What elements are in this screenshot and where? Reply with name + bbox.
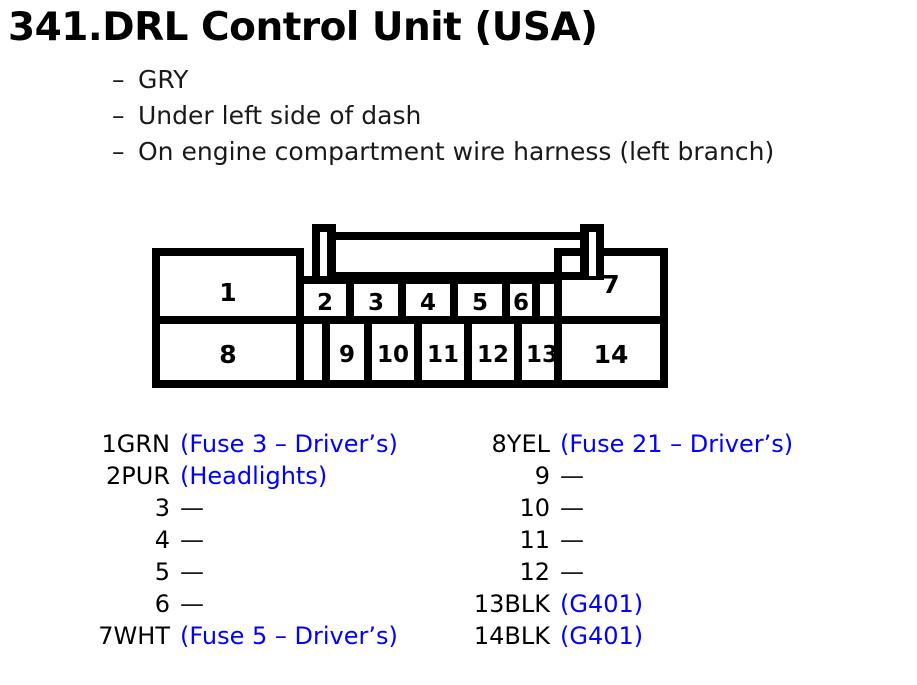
pin-legend-desc: (G401) [560, 622, 644, 650]
pin-legend-entry: 8YEL (Fuse 21 – Driver’s) [468, 430, 794, 462]
note-text: Under left side of dash [138, 101, 422, 130]
pin-legend-empty: — [560, 462, 584, 490]
pin-legend-id: 14BLK [473, 622, 550, 650]
pin-legend-id: 5 [154, 558, 170, 586]
pin-legend-id: 6 [154, 590, 170, 618]
pin-cell-12: 12 [476, 342, 509, 368]
pin-cell-4: 4 [419, 290, 436, 316]
pin-legend-id: 2PUR [106, 462, 170, 490]
cell-divider-bottom-1 [322, 324, 330, 380]
pin-cell-10: 10 [376, 342, 409, 368]
pin-cell-5: 5 [471, 290, 488, 316]
pin-cell-2: 2 [316, 290, 333, 316]
connector-diagram: 1 2 3 4 5 6 7 8 9 10 11 12 13 14 [152, 220, 668, 388]
connector-latch-bar-inner [328, 272, 592, 280]
pin-cell-3: 3 [367, 290, 384, 316]
pin-cell-13: 13 [525, 342, 558, 368]
pin-cell-6: 6 [512, 290, 529, 316]
cell-divider-top-3 [450, 276, 458, 324]
pin-legend-empty: — [180, 558, 204, 586]
pin-legend-empty: — [180, 590, 204, 618]
pin-legend-id: 1GRN [101, 430, 171, 458]
connector-cap-left-top [152, 248, 304, 256]
cell-divider-top-2 [398, 276, 406, 324]
connector-latch-slot-left [320, 232, 327, 276]
pin-legend-id: 7WHT [98, 622, 170, 650]
pin-legend-desc: (Fuse 21 – Driver’s) [560, 430, 794, 458]
note-dash-icon: – [112, 137, 125, 166]
note-text: On engine compartment wire harness (left… [138, 137, 775, 166]
pin-legend-entry: 6— [84, 590, 398, 622]
pin-legend-entry: 4— [84, 526, 398, 558]
note-row: –On engine compartment wire harness (lef… [112, 134, 912, 170]
pin-legend-desc: (G401) [560, 590, 644, 618]
pin-legend-entry: 10 — [468, 494, 793, 526]
pin-legend-left: 1GRN (Fuse 3 – Driver’s) 2PUR (Headlights) 3… [84, 430, 398, 654]
pin-legend-right: 8YEL(Fuse 21 – Driver’s)9—10—11—12—13BLK… [468, 430, 793, 654]
pin-legend-id: 11 [519, 526, 550, 554]
pin-legend-desc: (Fuse 5 – Driver’s) [180, 622, 398, 650]
pin-legend-empty: — [180, 494, 204, 522]
pin-cell-11: 11 [426, 342, 459, 368]
pin-legend-entry: 13BLK (G401) [468, 590, 793, 622]
cell-divider-bottom-3 [414, 324, 422, 380]
pin-legend-id: 4 [154, 526, 170, 554]
connector-row-split [152, 316, 668, 324]
pin-cell-1: 1 [219, 278, 237, 307]
pin-cell-7: 7 [602, 270, 620, 299]
pin-legend-entry: 5— [84, 558, 398, 590]
pin-legend-desc: (Fuse 3 – Driver’s) [180, 430, 398, 458]
pin-legend-id: 12 [519, 558, 550, 586]
connector-shell-bottom [152, 380, 668, 388]
pin-legend-empty: — [560, 526, 584, 554]
pin-legend-id: 3 [154, 494, 170, 522]
note-dash-icon: – [112, 101, 125, 130]
pin-cell-14: 14 [593, 340, 629, 369]
pin-legend-id: 9 [534, 462, 550, 490]
pin-legend-entry: 14BLK (G401) [468, 622, 793, 654]
cell-divider-bottom-5 [514, 324, 522, 380]
pin-legend-entry: 2PUR (Headlights) [84, 462, 398, 494]
cell-divider-top-5 [532, 276, 540, 324]
cell-divider-bottom-2 [364, 324, 372, 380]
page-title: 341.DRL Control Unit (USA) [8, 5, 598, 50]
connector-mid-top-edge [296, 276, 562, 284]
pin-legend-id: 13BLK [473, 590, 550, 618]
pin-legend-empty: — [560, 494, 584, 522]
cell-divider-bottom-4 [464, 324, 472, 380]
pin-legend-entry: 7WHT (Fuse 5 – Driver’s) [84, 622, 398, 654]
connector-cap-right-top [554, 248, 668, 256]
pin-legend-entry: 9— [468, 462, 793, 494]
connector-latch-slot-right [589, 232, 596, 276]
connector-latch-bar [328, 232, 592, 240]
cell-divider-top-1 [346, 276, 354, 324]
pin-legend-empty: — [180, 526, 204, 554]
note-row: –Under left side of dash [112, 98, 912, 134]
note-row: –GRY [112, 62, 912, 98]
pin-cell-8: 8 [219, 340, 237, 369]
note-dash-icon: – [112, 65, 125, 94]
note-text: GRY [138, 65, 189, 94]
pin-legend-id: 8YEL [491, 430, 550, 458]
pin-legend-desc: (Headlights) [180, 462, 328, 490]
pin-legend-entry: 12 — [468, 558, 793, 590]
notes-list: –GRY–Under left side of dash–On engine c… [112, 62, 912, 170]
pin-cell-9: 9 [338, 342, 355, 368]
pin-legend-entry: 3— [84, 494, 398, 526]
pin-legend-entry: 1GRN (Fuse 3 – Driver’s) [84, 430, 398, 462]
pin-legend-entry: 11 — [468, 526, 793, 558]
cell-divider-top-4 [502, 276, 510, 324]
pin-legend-id: 10 [519, 494, 550, 522]
pin-legend-empty: — [560, 558, 584, 586]
